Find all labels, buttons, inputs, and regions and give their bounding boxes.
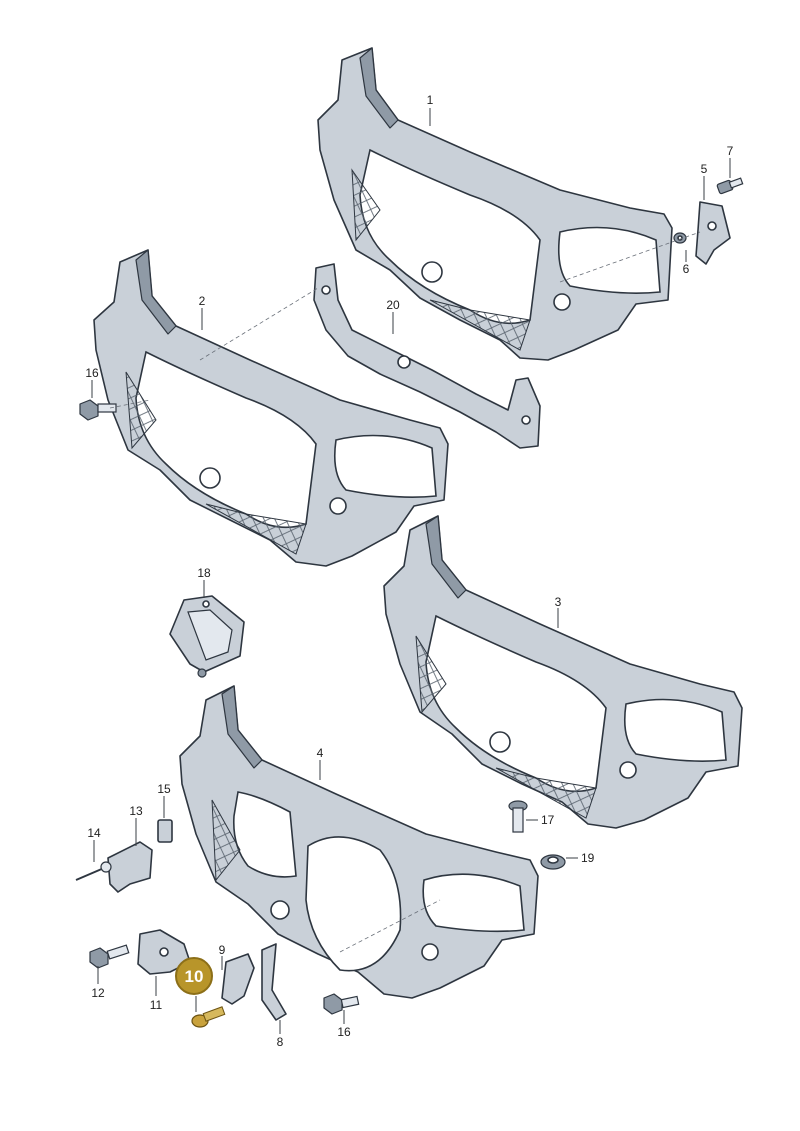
callout-11: 11	[150, 998, 163, 1012]
callout-1: 1	[427, 93, 434, 107]
callout-13: 13	[129, 804, 143, 818]
air-guide-part-18	[169, 595, 245, 678]
callout-2: 2	[199, 294, 206, 308]
bracket-part-9	[221, 953, 255, 1005]
callout-3: 3	[555, 595, 562, 609]
nut-part-6	[673, 232, 687, 244]
callout-5: 5	[701, 162, 708, 176]
callout-10: 10	[185, 967, 204, 986]
bolt-part-10	[191, 1006, 226, 1028]
callout-8: 8	[277, 1035, 284, 1049]
callout-20: 20	[386, 298, 400, 312]
callout-14: 14	[87, 826, 101, 840]
lock-carrier-part-3	[383, 515, 743, 829]
lock-carrier-part-1	[317, 47, 673, 361]
callout-12: 12	[91, 986, 105, 1000]
callout-9: 9	[219, 943, 226, 957]
callout-15: 15	[157, 782, 171, 796]
bolt-part-16-lower	[323, 993, 360, 1015]
callout-19: 19	[581, 851, 595, 865]
grommet-part-19	[540, 854, 566, 870]
bracket-part-8	[261, 943, 287, 1021]
callout-6: 6	[683, 262, 690, 276]
lock-carrier-part-4	[179, 685, 539, 999]
support-bracket-part-20	[313, 263, 541, 449]
bolt-part-12	[89, 944, 130, 969]
callout-4: 4	[317, 746, 324, 760]
lock-carrier-part-2	[93, 249, 449, 567]
callout-16-lower: 16	[337, 1025, 351, 1039]
callout-17: 17	[541, 813, 555, 827]
rivet-part-14	[75, 861, 112, 881]
callout-16-upper: 16	[85, 366, 99, 380]
bracket-part-13	[107, 841, 153, 893]
bracket-part-5	[695, 201, 731, 265]
clip-part-15	[157, 819, 173, 843]
bolt-part-16-upper	[79, 399, 117, 421]
bolt-part-7	[716, 177, 744, 195]
bolt-part-17	[508, 800, 528, 833]
callout-7: 7	[727, 144, 734, 158]
callout-18: 18	[197, 566, 211, 580]
highlight-badge	[175, 957, 213, 995]
